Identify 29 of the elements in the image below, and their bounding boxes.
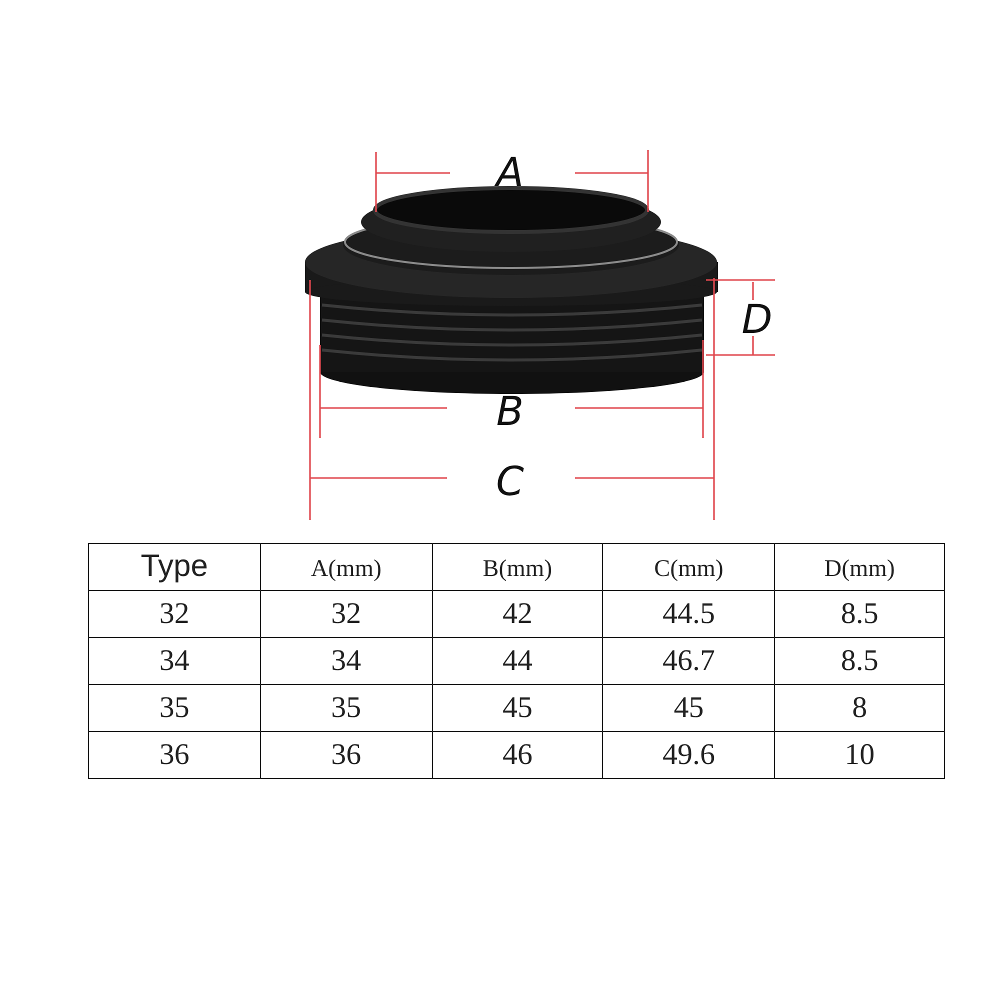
column-header: C(mm) — [654, 557, 724, 581]
table-value: 45 — [502, 693, 532, 723]
table-value: 34 — [331, 646, 362, 676]
column-header: B(mm) — [482, 557, 552, 581]
table-value: 42 — [502, 599, 532, 629]
column-header: D(mm) — [824, 557, 895, 581]
table-value: 35 — [331, 693, 362, 723]
table-value: 46 — [502, 740, 532, 770]
table-value: 36 — [159, 740, 190, 770]
table-value: 8.5 — [840, 599, 878, 629]
table-value: 32 — [159, 599, 190, 629]
dimension-letter: A — [496, 153, 524, 193]
table-value: 44.5 — [662, 599, 715, 629]
table-value: 46.7 — [662, 646, 715, 676]
table-value: 34 — [159, 646, 190, 676]
table-value: 45 — [674, 693, 704, 723]
column-header: Type — [140, 550, 208, 581]
dimension-letter: C — [496, 462, 524, 502]
dimension-letter: D — [742, 300, 772, 340]
table-value: 49.6 — [662, 740, 715, 770]
dimension-letter: B — [496, 392, 524, 432]
table-value: 10 — [844, 740, 875, 770]
table-value: 8.5 — [840, 646, 878, 676]
table-value: 8 — [852, 693, 868, 723]
table-value: 36 — [331, 740, 362, 770]
table-value: 44 — [502, 646, 532, 676]
table-value: 32 — [331, 599, 362, 629]
column-header: A(mm) — [310, 557, 382, 581]
table-value: 35 — [159, 693, 190, 723]
